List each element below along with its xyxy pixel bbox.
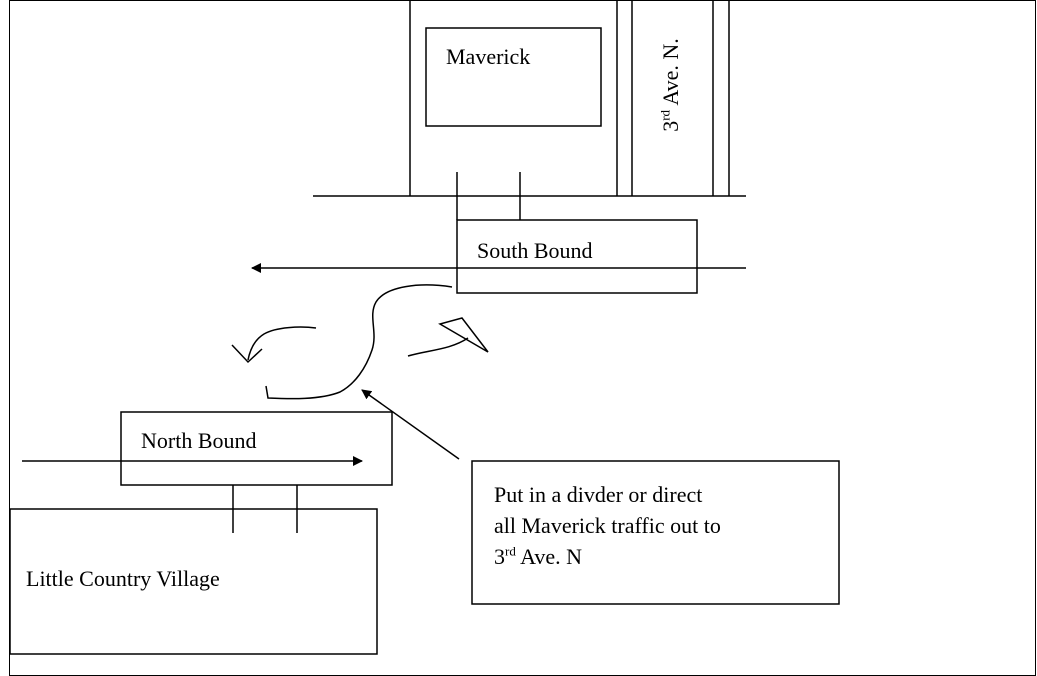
- traffic-path-curve: [265, 284, 453, 400]
- left-turn-arrowhead: [231, 344, 263, 364]
- maverick-label: Maverick: [446, 44, 531, 69]
- note-line-1: Put in a divder or direct: [494, 482, 703, 507]
- south-bound-label: South Bound: [477, 238, 593, 263]
- street-rest: Ave. N.: [658, 38, 683, 110]
- note-line-3-ordinal: 3: [494, 544, 505, 569]
- little-country-village-label: Little Country Village: [26, 566, 220, 591]
- south-bound-box: [456, 219, 698, 294]
- third-ave-street-label: 3rd Ave. N.: [658, 25, 684, 145]
- note-line-3-superscript: rd: [505, 543, 516, 559]
- note-text: Put in a divder or direct all Maverick t…: [494, 479, 834, 572]
- note-pointer-arrow: [361, 389, 460, 460]
- right-turn-swoosh: [407, 337, 469, 357]
- maverick-building: [425, 27, 602, 127]
- street-ordinal: 3: [658, 120, 683, 132]
- note-line-2: all Maverick traffic out to: [494, 513, 721, 538]
- little-country-village-building: [9, 508, 378, 655]
- right-turn-arrowhead: [438, 317, 489, 353]
- note-box: [471, 460, 840, 605]
- north-bound-box: [120, 411, 393, 486]
- note-line-3-rest: Ave. N: [515, 544, 583, 569]
- left-turn-swoosh: [247, 326, 317, 361]
- street-superscript: rd: [657, 109, 673, 121]
- north-bound-label: North Bound: [141, 428, 257, 453]
- note-line-3: 3rd Ave. N: [494, 541, 834, 572]
